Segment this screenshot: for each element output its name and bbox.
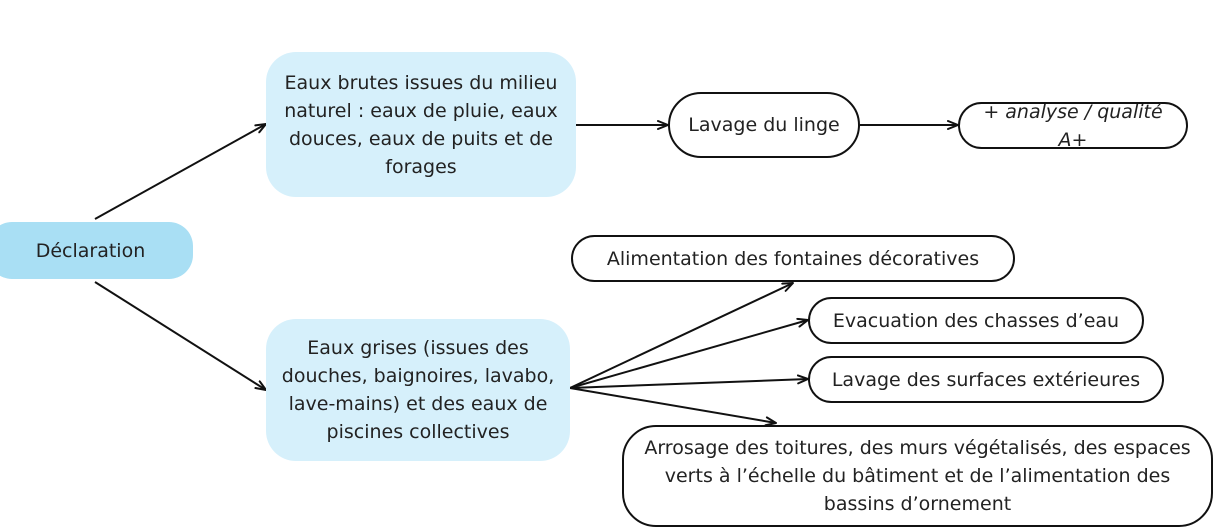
source-node-raw-water: Eaux brutes issues du milieu naturel : e… <box>266 52 576 197</box>
use-node-watering: Arrosage des toitures, des murs végétali… <box>622 425 1213 527</box>
root-node-declaration: Déclaration <box>0 222 193 279</box>
use-fountains-label: Alimentation des fontaines décoratives <box>606 247 980 270</box>
use-node-surfaces: Lavage des surfaces extérieures <box>808 356 1164 403</box>
quality-note-label: + analyse / qualité A+ <box>983 100 1163 151</box>
arrow-grey-to-fountains <box>569 282 794 389</box>
arrow-root-to-raw <box>94 123 267 220</box>
source-grey-label: Eaux grises (issues des douches, baignoi… <box>281 337 555 443</box>
arrow-grey-to-flush <box>569 317 809 389</box>
use-node-fountains: Alimentation des fontaines décoratives <box>571 235 1015 282</box>
use-laundry-label: Lavage du linge <box>688 114 840 136</box>
use-node-flush: Evacuation des chasses d’eau <box>808 297 1144 344</box>
arrow-grey-to-watering <box>569 387 777 427</box>
use-watering-label: Arrosage des toitures, des murs végétali… <box>644 437 1191 515</box>
use-node-laundry: Lavage du linge <box>668 92 860 158</box>
source-node-grey-water: Eaux grises (issues des douches, baignoi… <box>266 319 570 461</box>
root-node-label: Déclaration <box>35 239 146 262</box>
quality-note-node: + analyse / qualité A+ <box>958 101 1188 151</box>
source-raw-label: Eaux brutes issues du milieu naturel : e… <box>284 71 558 178</box>
use-surfaces-label: Lavage des surfaces extérieures <box>831 368 1141 391</box>
arrow-grey-to-surfaces <box>569 374 809 389</box>
arrow-root-to-grey <box>94 281 267 391</box>
use-flush-label: Evacuation des chasses d’eau <box>832 309 1120 332</box>
